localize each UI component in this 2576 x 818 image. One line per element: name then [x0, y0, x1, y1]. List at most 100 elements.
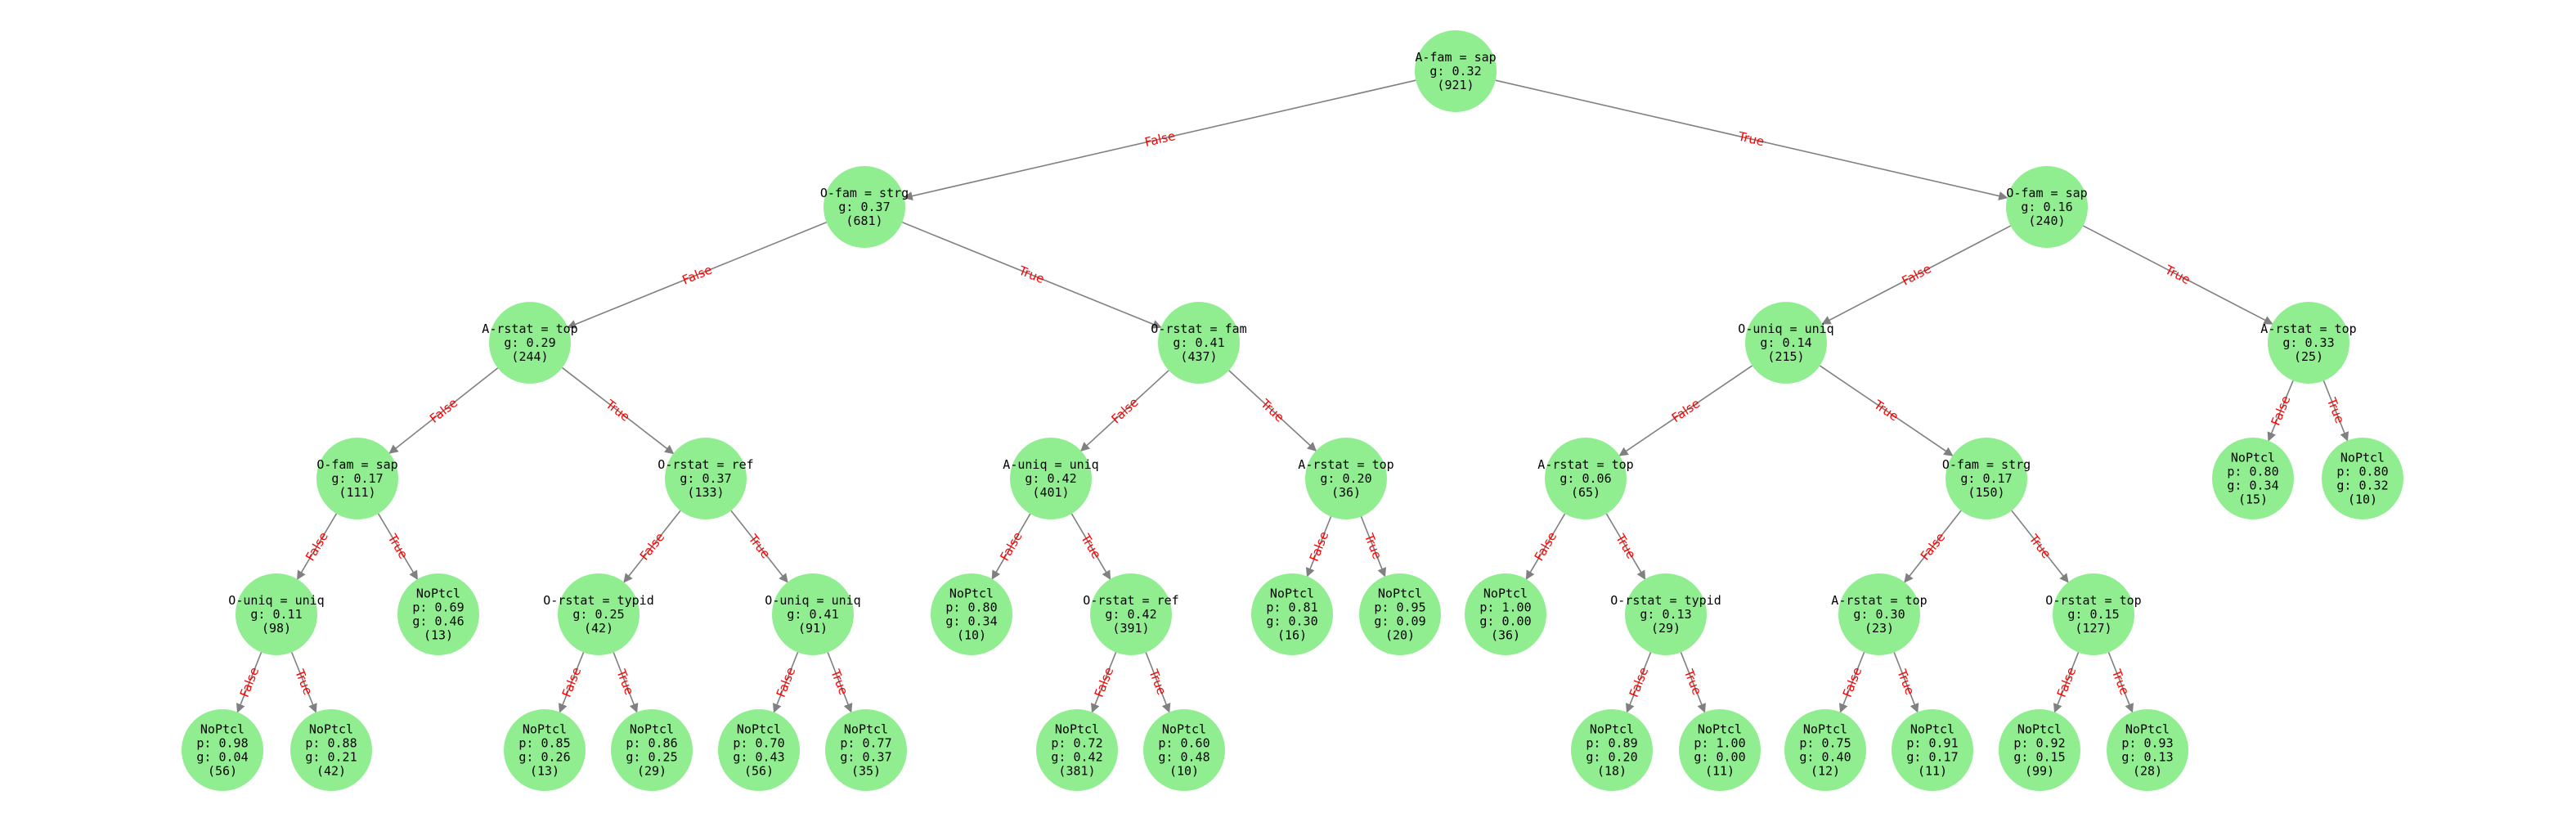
node-label-line: O-uniq = uniq [228, 593, 324, 608]
node-label-line: (921) [1437, 78, 1474, 92]
node-circle [2322, 438, 2403, 519]
node-circle [1090, 573, 1172, 655]
node-circle [1945, 438, 2027, 519]
node-label-line: (15) [2238, 492, 2268, 507]
node-label-line: g: 0.17 [331, 471, 383, 486]
edge-label-false: False [1092, 665, 1117, 699]
node-circle [1010, 438, 1092, 519]
edge-label-false: False [637, 530, 667, 564]
node-label-line: (98) [262, 621, 291, 636]
tree-edge-L-LL [567, 222, 827, 329]
node-label-line: p: 0.75 [1799, 736, 1851, 751]
tree-edge-LR-LRR [1228, 370, 1317, 452]
tree-edge-LLRR-LLRRL [772, 652, 799, 713]
node-label-line: g: 0.16 [2021, 200, 2072, 214]
node-label-line: g: 0.04 [196, 750, 248, 765]
tree-edge-LRL-LRLL [991, 513, 1031, 580]
node-label-line: g: 0.26 [518, 750, 570, 765]
tree-edge-RLR-RLRR [2011, 510, 2069, 583]
node-label-line: g: 0.37 [840, 750, 891, 765]
node-label-line: (16) [1277, 628, 1307, 643]
edge-label-false: False [1627, 665, 1652, 699]
tree-edge-RLRL-RLRLL [1838, 652, 1865, 713]
node-label-line: g: 0.20 [1320, 471, 1371, 486]
node-circle [1745, 302, 1827, 384]
node-circle [182, 709, 263, 791]
tree-edge-RL-RLL [1618, 365, 1753, 456]
node-label-line: p: 0.80 [2336, 465, 2388, 479]
node-label-line: NoPtcl [1162, 722, 1206, 737]
edge-label-false: False [1840, 665, 1865, 699]
node-label-line: O-uniq = uniq [1738, 321, 1833, 336]
node-label-line: p: 0.85 [518, 736, 570, 751]
node-label-line: NoPtcl [1910, 722, 1954, 737]
edge-label-true: True [1736, 128, 1766, 149]
node-label-line: (42) [584, 621, 613, 636]
node-circle [236, 573, 317, 655]
node-label-line: g: 0.09 [1374, 614, 1425, 629]
node-label-line: p: 0.81 [1266, 600, 1317, 615]
node-label-line: (681) [846, 213, 882, 228]
node-label-line: NoPtcl [1055, 722, 1099, 737]
tree-edge-LLRR-LLRRR [827, 652, 853, 713]
node-circle [611, 709, 693, 791]
node-label-line: O-fam = strg [820, 186, 909, 200]
node-circle [665, 438, 747, 519]
node-label-line: g: 0.13 [1640, 607, 1691, 622]
node-label-line: NoPtcl [630, 722, 674, 737]
edge-label-false: False [997, 529, 1025, 564]
node-label-line: NoPtcl [844, 722, 888, 737]
edge-label-false: False [559, 665, 585, 699]
edge-label-true: True [2026, 531, 2053, 561]
node-label-line: A-rstat = top [1537, 457, 1633, 472]
node-label-line: (133) [687, 485, 724, 500]
node-label-line: NoPtcl [1483, 587, 1528, 601]
edge-label-false: False [680, 263, 715, 288]
node-label-line: g: 0.30 [1266, 614, 1317, 629]
node-label-line: (29) [1651, 621, 1681, 636]
tree-edge-L-LR [902, 222, 1162, 329]
node-label-line: g: 0.37 [838, 200, 890, 214]
node-label-line: g: 0.48 [1158, 750, 1209, 765]
edge-label-true: True [1146, 667, 1169, 697]
node-label-line: (20) [1385, 628, 1415, 643]
edge-label-true: True [2108, 667, 2132, 697]
node-label-line: O-fam = sap [316, 457, 397, 472]
node-label-line: NoPtcl [200, 722, 245, 737]
node-label-line: (215) [1767, 349, 1804, 364]
edge-label-true: True [828, 667, 851, 697]
node-label-line: (391) [1112, 621, 1149, 636]
node-label-line: g: 0.25 [572, 607, 624, 622]
node-label-line: (29) [637, 764, 666, 779]
node-circle [1305, 438, 1387, 519]
node-label-line: (56) [208, 764, 237, 779]
node-circle [1415, 30, 1497, 112]
node-label-line: g: 0.13 [2121, 750, 2173, 765]
node-label-line: NoPtcl [523, 722, 567, 737]
node-label-line: NoPtcl [2231, 451, 2275, 465]
node-label-line: g: 0.17 [1960, 471, 2012, 486]
node-circle [316, 438, 398, 519]
node-label-line: NoPtcl [1803, 722, 1847, 737]
node-circle [1158, 302, 1240, 384]
node-label-line: A-rstat = top [1298, 457, 1393, 472]
edge-label-true: True [1361, 531, 1384, 561]
node-label-line: p: 0.69 [412, 600, 464, 615]
edge-label-false: False [303, 529, 331, 564]
node-circle [1679, 709, 1761, 791]
tree-edge-LRL-LRLR [1070, 513, 1111, 580]
node-label-line: O-rstat = typid [1610, 593, 1721, 608]
edge-label-true: True [613, 667, 637, 697]
